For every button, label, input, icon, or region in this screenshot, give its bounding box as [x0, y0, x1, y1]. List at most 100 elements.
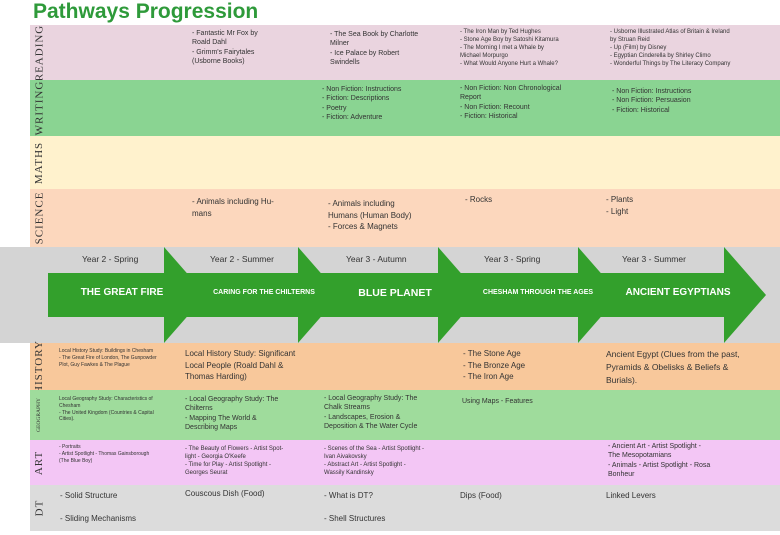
cell-line: - The Beauty of Flowers - Artist Spot-	[185, 446, 284, 452]
art-cell-y3-summer: - Ancient Art - Artist Spotlight -The Me…	[608, 442, 710, 480]
cell-line: - Abstract Art - Artist Spotlight -	[324, 462, 406, 469]
cell-line: Local People (Roald Dahl &	[185, 360, 284, 370]
cell-line: - Fiction: Descriptions	[322, 95, 390, 103]
cell-line: - Mapping The World &	[185, 414, 257, 422]
art-cell-y3-autumn: - Scenes of the Sea - Artist Spotlight -…	[324, 445, 424, 477]
cell-line: Chesham	[59, 402, 81, 409]
cell-line: Plot, Guy Fawkes & The Plague	[59, 361, 130, 368]
arrow-chevron-4	[455, 247, 620, 343]
topic-title-1: THE GREAT FIRE	[80, 287, 164, 298]
cell-line: Local History Study: Significant	[185, 349, 296, 358]
cell-line: Thomas Harding)	[185, 372, 247, 382]
cell-line: - The Great Fire of London, The Gunpowde…	[59, 354, 157, 361]
dt-label: DT	[32, 499, 45, 517]
cell-line: - The Stone Age	[463, 349, 521, 358]
cell-line: The Mesopotamians	[608, 452, 672, 460]
history-cell-y3-spring: - The Stone Age - The Bronze Age - The Iro…	[463, 348, 525, 383]
writing-label: WRITING	[33, 80, 45, 136]
cell-line: Couscous Dish (Food)	[185, 489, 265, 498]
cell-line: - The Bronze Age	[463, 360, 526, 370]
cell-line: - Egyptian Cinderella by Shirley Climo	[610, 53, 711, 60]
term-label-3: Year 3 - Autumn	[346, 254, 407, 264]
cell-line: by Struan Reid	[610, 37, 650, 44]
cell-line: - Animals - Artist Spotlight - Rosa	[608, 461, 711, 469]
cell-line: - The Sea Book by Charlotte	[330, 31, 419, 38]
maths-row: MATHS	[30, 136, 780, 189]
cell-line: Bonheur	[608, 471, 635, 479]
cell-line: - The Morning I met a Whale by	[460, 45, 544, 52]
cell-line: - Plants	[606, 195, 634, 204]
cell-line: Michael Morpurgo	[460, 53, 509, 60]
cell-line: Linked Levers	[606, 491, 656, 500]
science-row: SCIENCE - Animals including Hu-mans - An…	[30, 189, 780, 247]
cell-line: Chilterns	[185, 405, 213, 413]
cell-line: - Animals including	[328, 199, 395, 208]
cell-line: - Fantastic Mr Fox by	[192, 30, 258, 37]
cell-line: - Scenes of the Sea - Artist Spotlight -	[324, 446, 425, 452]
cell-line: Cities).	[59, 416, 75, 423]
page-title: Pathways Progression	[33, 0, 259, 23]
cell-line: - Non Fiction: Recount	[460, 103, 530, 111]
geography-cell-y2-spring: Local Geography Study: Characteristics o…	[59, 396, 154, 423]
history-row: HISTORY Local History Study: Buildings i…	[30, 339, 780, 394]
cell-line: - Animals including Hu-	[192, 197, 274, 206]
cell-line: - The Iron Age	[463, 372, 514, 382]
history-cell-y3-summer: Ancient Egypt (Clues from the past,Pyram…	[606, 348, 740, 386]
cell-line: - The Iron Man by Ted Hughes	[460, 29, 541, 35]
history-cell-y2-spring: Local History Study: Buildings in Chesha…	[59, 348, 157, 368]
cell-line: - Wonderful Things by The Literacy Compa…	[610, 61, 731, 68]
cell-line: - Up (Film) by Disney	[610, 45, 667, 52]
dt-cell-y3-autumn: - What is DT? - Shell Structures	[324, 490, 385, 525]
art-cell-y2-spring: - Portraits- Artist Spotlight - Thomas G…	[59, 444, 149, 464]
cell-line: Report	[460, 94, 482, 102]
arrow-chevron-5	[596, 247, 766, 343]
cell-line: - The United Kingdom (Countries & Capita…	[59, 409, 154, 416]
cell-line: - Light	[606, 206, 629, 216]
science-label: SCIENCE	[33, 191, 45, 245]
cell-line: light - Georgia O'Keefe	[185, 454, 246, 461]
cell-line: - What is DT?	[324, 491, 373, 500]
cell-line: Milner	[330, 40, 350, 48]
cell-line: - Local Geography Study: The	[185, 396, 279, 403]
term-label-2: Year 2 - Summer	[210, 254, 274, 264]
geography-cell-y3-spring: Using Maps - Features	[462, 397, 533, 406]
cell-line: mans	[192, 208, 212, 218]
cell-line: Local History Study: Buildings in Chesha…	[59, 348, 154, 354]
cell-line: - Shell Structures	[324, 514, 386, 524]
cell-line: Swindells	[330, 59, 360, 67]
cell-line: - Fiction: Historical	[460, 113, 518, 121]
reading-cell-y3-spring: - The Iron Man by Ted Hughes - Stone Age …	[460, 28, 559, 68]
cell-line	[324, 502, 385, 514]
cell-line: Pyramids & Obelisks & Beliefs &	[606, 361, 729, 372]
cell-line: - Stone Age Boy by Satoshi Kitamura	[460, 37, 559, 44]
history-label: HISTORY	[33, 339, 45, 394]
cell-line: Using Maps - Features	[462, 398, 533, 405]
arrow-chevron-3	[315, 247, 480, 343]
term-label-5: Year 3 - Summer	[622, 254, 686, 264]
reading-cell-y3-summer: - Usborne Illustrated Atlas of Britain &…	[610, 28, 730, 68]
cell-line	[60, 502, 136, 514]
topic-title-2: CARING FOR THE CHILTERNS	[213, 289, 315, 296]
art-cell-y2-summer: - The Beauty of Flowers - Artist Spot-li…	[185, 445, 283, 477]
cell-line: Local Geography Study: Characteristics o…	[59, 396, 153, 402]
arrow-chevron-1	[48, 247, 206, 343]
dt-cell-y2-summer: Couscous Dish (Food)	[185, 488, 265, 500]
arrow-chevron-2	[180, 247, 340, 343]
art-label: ART	[33, 450, 45, 475]
cell-line: - Non Fiction: Instructions	[322, 86, 402, 93]
geography-row: GEOGRAPHY Local Geography Study: Charact…	[30, 390, 780, 440]
dt-cell-y2-spring: - Solid Structure - Sliding Mechanisms	[60, 490, 136, 525]
reading-label: READING	[33, 24, 45, 81]
cell-line: Wassily Kandinsky	[324, 470, 374, 477]
art-row: ART - Portraits- Artist Spotlight - Thom…	[30, 440, 780, 485]
topic-title-3: BLUE PLANET	[358, 287, 432, 299]
cell-line: - Local Geography Study: The	[324, 395, 418, 402]
cell-line: Burials).	[606, 374, 638, 385]
cell-line: Dips (Food)	[460, 491, 502, 500]
